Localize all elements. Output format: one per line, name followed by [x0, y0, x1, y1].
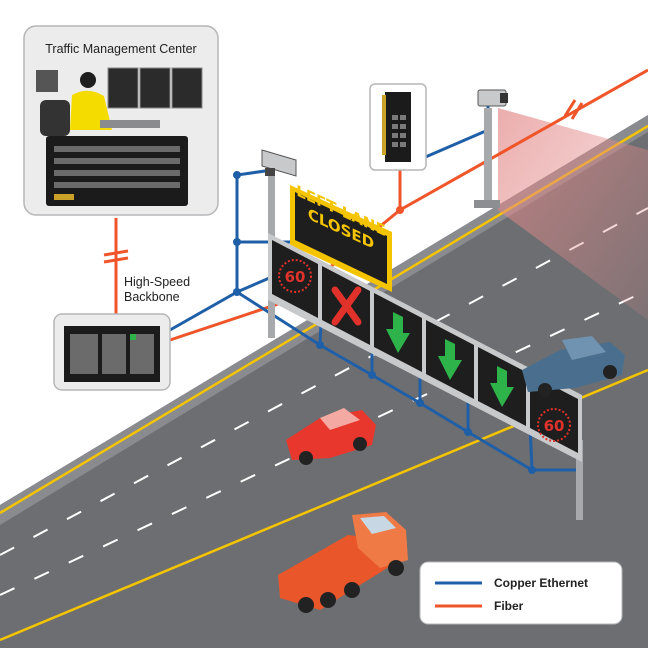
speed-limit-right: 60: [544, 417, 565, 435]
legend: Copper Ethernet Fiber: [419, 561, 623, 625]
port-icon: [400, 142, 406, 147]
camera-mount: [265, 168, 275, 176]
green-arrow-down-icon: [386, 312, 410, 353]
red-x-icon: [331, 286, 362, 326]
port-icon: [392, 115, 398, 120]
road-surface: [0, 115, 648, 648]
operator-workstation-icon: [36, 67, 203, 136]
fiber-break-mark: [103, 249, 129, 257]
legend-copper-label: Copper Ethernet: [494, 576, 588, 590]
green-arrow-down-icon: [438, 339, 462, 380]
fiber-junction: [396, 206, 404, 214]
traffic-management-center: Traffic Management Center: [23, 25, 219, 216]
pickup-truck: [522, 336, 625, 397]
copper-junction: [368, 371, 376, 379]
lane-dash-1: [0, 207, 648, 556]
lane-dash-2: [0, 289, 648, 596]
fiber-break-mark: [563, 99, 577, 117]
field-switch-module: [70, 334, 98, 374]
red-car: [286, 408, 376, 465]
legend-box: [419, 561, 623, 625]
field-switch-module: [102, 334, 126, 374]
camera-body: [261, 149, 297, 177]
port-icon: [392, 124, 398, 129]
copper-junction: [233, 171, 241, 179]
port-icon: [400, 133, 406, 138]
port-icon: [392, 142, 398, 147]
status-led-icon: [130, 334, 136, 340]
field-switch-module: [130, 334, 154, 374]
copper-junction: [316, 341, 324, 349]
tmc-rack-ports: [54, 146, 180, 188]
roadside-camera: [474, 89, 508, 208]
speed-limit-left: 60: [285, 268, 306, 286]
speed-ring: [278, 259, 312, 293]
camera-pole-base: [474, 200, 500, 208]
edge-switch-rail: [382, 95, 386, 155]
tmc-rack-status: [54, 194, 74, 200]
camera-lens: [500, 93, 508, 103]
copper-junction: [233, 288, 241, 296]
port-icon: [400, 115, 406, 120]
copper-camera-line: [169, 168, 273, 332]
backbone-label-line2: Backbone: [124, 290, 180, 304]
copper-junctions: [233, 171, 536, 474]
tmc-title: Traffic Management Center: [45, 42, 196, 56]
vms-screen: [295, 192, 387, 284]
port-icon: [400, 124, 406, 129]
copper-junction: [416, 399, 424, 407]
copper-junction: [464, 428, 472, 436]
copper-junction: [528, 466, 536, 474]
backbone-label-line1: High-Speed: [124, 275, 190, 289]
legend-fiber-label: Fiber: [494, 599, 524, 613]
fiber-break-mark: [570, 102, 584, 120]
dump-truck: [278, 512, 408, 613]
fiber-break-mark: [103, 256, 129, 264]
copper-junction: [233, 238, 241, 246]
camera-pole: [484, 108, 492, 205]
copper-sign-drop: [236, 274, 275, 294]
camera-detection-zone: [498, 108, 648, 320]
edge-switch: [369, 83, 427, 171]
port-icon: [392, 133, 398, 138]
gantry-pole-right: [576, 440, 583, 520]
green-arrow-down-icon: [490, 366, 514, 407]
field-cabinet-switch: [53, 313, 171, 391]
lane-sign-speed-left: [272, 240, 318, 318]
speed-ring: [537, 408, 571, 442]
